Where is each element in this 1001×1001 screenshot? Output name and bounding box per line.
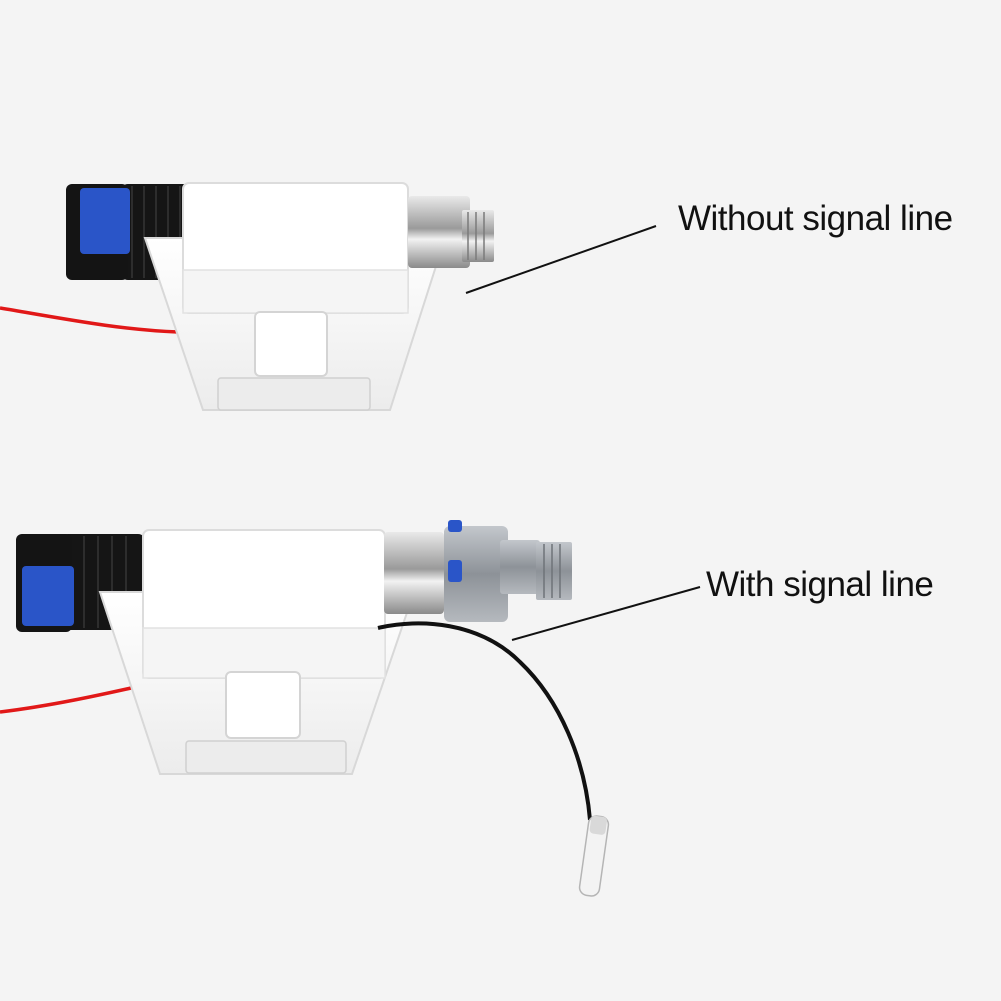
- pointer-line-top: [465, 225, 657, 294]
- valve-with-signal-line: [0, 520, 610, 897]
- sensor-window-bottom: [185, 740, 347, 774]
- knob-blue-top: [80, 188, 130, 254]
- grey-fitting: [444, 526, 508, 622]
- knob-blue-bottom: [22, 566, 74, 626]
- label-with-signal-line: With signal line: [706, 565, 934, 604]
- metal-outlet-bottom: [384, 532, 444, 614]
- grey-thread: [536, 542, 572, 600]
- label-without-signal-line: Without signal line: [678, 199, 953, 238]
- metal-outlet-top: [408, 196, 470, 268]
- valve-without-signal-line: [0, 182, 494, 411]
- sensor-window-top: [217, 377, 371, 411]
- housing-tab-top: [254, 311, 328, 377]
- red-wire-top: [0, 306, 179, 334]
- black-signal-wire: [377, 621, 592, 821]
- red-wire-bottom: [0, 684, 141, 714]
- housing-tab-bottom: [225, 671, 301, 739]
- pointer-line-bottom: [511, 586, 701, 641]
